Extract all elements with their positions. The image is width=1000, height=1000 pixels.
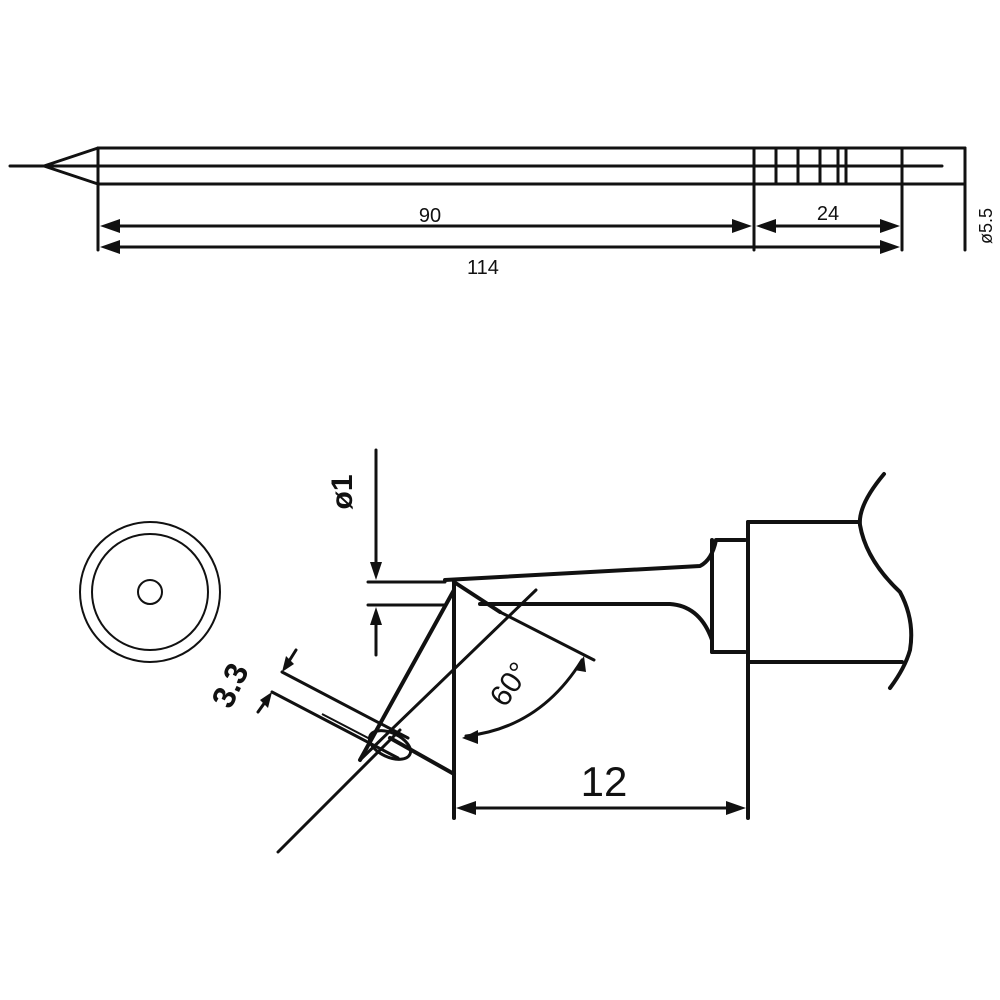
detail-view: ø1 60° 3.3 12 xyxy=(204,448,914,854)
bevel-extension-line xyxy=(276,728,402,854)
inner-circle xyxy=(91,533,209,651)
break-line xyxy=(857,472,914,690)
bevel-top xyxy=(452,580,502,614)
dim-diameter-label: ø5.5 xyxy=(976,208,996,244)
dim-24-label: 24 xyxy=(817,203,839,225)
dim-angle-label: 60° xyxy=(484,657,537,713)
tip-shaft-bottom xyxy=(478,602,747,654)
angle-ext-1 xyxy=(498,610,596,662)
dim-12-label: 12 xyxy=(581,758,628,805)
sleeve-grooves xyxy=(752,146,848,252)
dim-114-label: 114 xyxy=(467,257,499,279)
dim-3.3-label: 3.3 xyxy=(204,658,255,714)
dim-90-label: 90 xyxy=(419,205,441,227)
center-circle xyxy=(137,579,163,605)
outer-circle xyxy=(79,521,221,663)
end-view xyxy=(79,521,221,663)
dim-3.3-ext-top xyxy=(280,670,410,740)
tip-shaft-top xyxy=(443,538,747,582)
top-view: 90 24 114 ø5.5 xyxy=(8,146,996,279)
dim-3.3-ext-bottom xyxy=(270,690,400,760)
angle-arc xyxy=(464,658,584,738)
dim-o1-label: ø1 xyxy=(326,474,359,509)
bevel-lower-edge xyxy=(388,736,456,776)
